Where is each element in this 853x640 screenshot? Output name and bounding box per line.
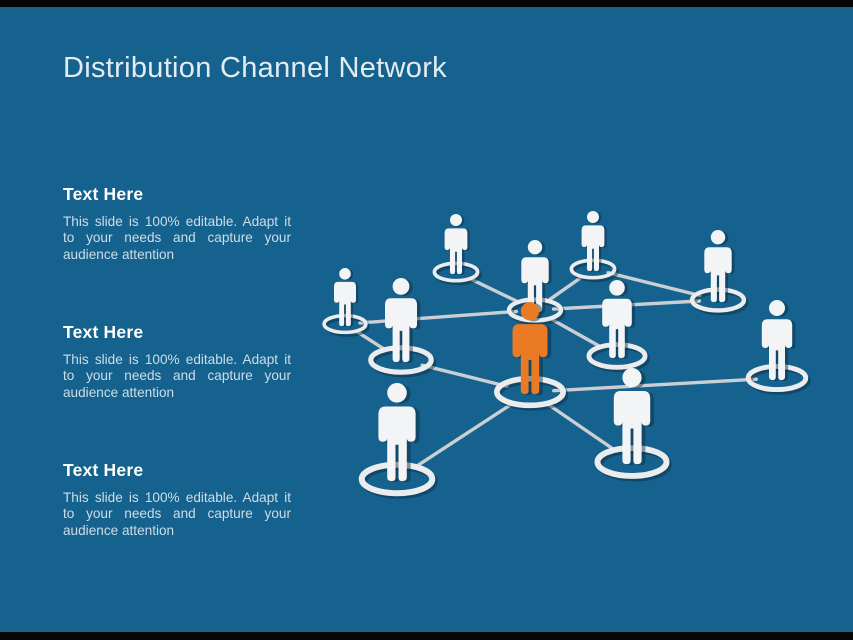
connection-line-center-bottom-left (416, 403, 512, 467)
person-body (761, 319, 793, 380)
ground-ring-right (586, 342, 648, 370)
text-section-3: Text Here This slide is 100% editable. A… (63, 460, 291, 539)
letterbox-bar-bottom (0, 632, 853, 640)
person-body (613, 391, 651, 464)
section-heading: Text Here (63, 460, 144, 480)
ground-ring-bottom-left (358, 461, 436, 497)
ground-ring-center (494, 375, 566, 409)
person-body (602, 298, 632, 358)
section-body: This slide is 100% editable. Adapt it to… (63, 490, 291, 538)
ground-ring-top (569, 258, 617, 280)
ground-ring-far-left (322, 313, 368, 335)
person-body (334, 281, 356, 326)
ground-ring-top-center (506, 297, 564, 323)
person-head (339, 268, 351, 280)
person-body (378, 406, 416, 481)
person-node-bottom-left (378, 383, 420, 483)
connection-line-top-top-right (606, 271, 702, 298)
letterbox-bar-top (0, 0, 853, 7)
person-node-far-right (761, 300, 796, 381)
person-node-top-right (704, 230, 735, 303)
person-body (512, 324, 548, 394)
person-head (587, 211, 599, 223)
connection-line-top-center-top-left (468, 277, 520, 304)
person-head (387, 383, 407, 403)
person-node-right (602, 280, 635, 359)
person-figures (334, 211, 796, 483)
person-node-top-left (444, 214, 470, 275)
person-node-top (581, 211, 607, 272)
connection-line-center-left (420, 363, 509, 388)
person-body (521, 257, 549, 312)
person-node-bottom-right (613, 368, 654, 466)
ground-ring-left (368, 345, 434, 375)
text-section-2: Text Here This slide is 100% editable. A… (63, 322, 291, 401)
connection-line-top-center-far-left (358, 309, 519, 325)
person-node-left (385, 278, 421, 363)
connection-line-center-far-right (552, 377, 758, 393)
section-body: This slide is 100% editable. Adapt it to… (63, 352, 291, 400)
person-node-far-left (334, 268, 359, 327)
person-head (392, 278, 410, 295)
connection-line-center-bottom-right (548, 403, 614, 450)
connection-line-far-left-left (355, 330, 385, 350)
person-head (769, 300, 785, 316)
person-node-top-center (521, 240, 552, 313)
person-head (520, 302, 540, 321)
section-heading: Text Here (63, 322, 144, 342)
person-body (581, 225, 605, 271)
person-body (704, 247, 732, 302)
person-head (609, 280, 625, 296)
ground-ring-top-right (689, 287, 747, 313)
slide-title: Distribution Channel Network (63, 52, 447, 84)
person-head (710, 230, 726, 245)
connection-line-top-center-top (548, 276, 582, 301)
person-head (622, 368, 642, 388)
person-body (385, 298, 417, 362)
ground-ring-top-left (432, 261, 480, 283)
section-heading: Text Here (63, 184, 144, 204)
ground-ring-bottom-right (594, 445, 670, 479)
connection-line-top-center-right (549, 317, 602, 348)
ground-ring-far-right (745, 363, 809, 393)
person-head (450, 214, 462, 226)
section-body: This slide is 100% editable. Adapt it to… (63, 214, 291, 262)
text-section-1: Text Here This slide is 100% editable. A… (63, 184, 291, 263)
person-head (527, 240, 543, 255)
person-body (444, 228, 468, 274)
person-node-center (512, 302, 552, 396)
